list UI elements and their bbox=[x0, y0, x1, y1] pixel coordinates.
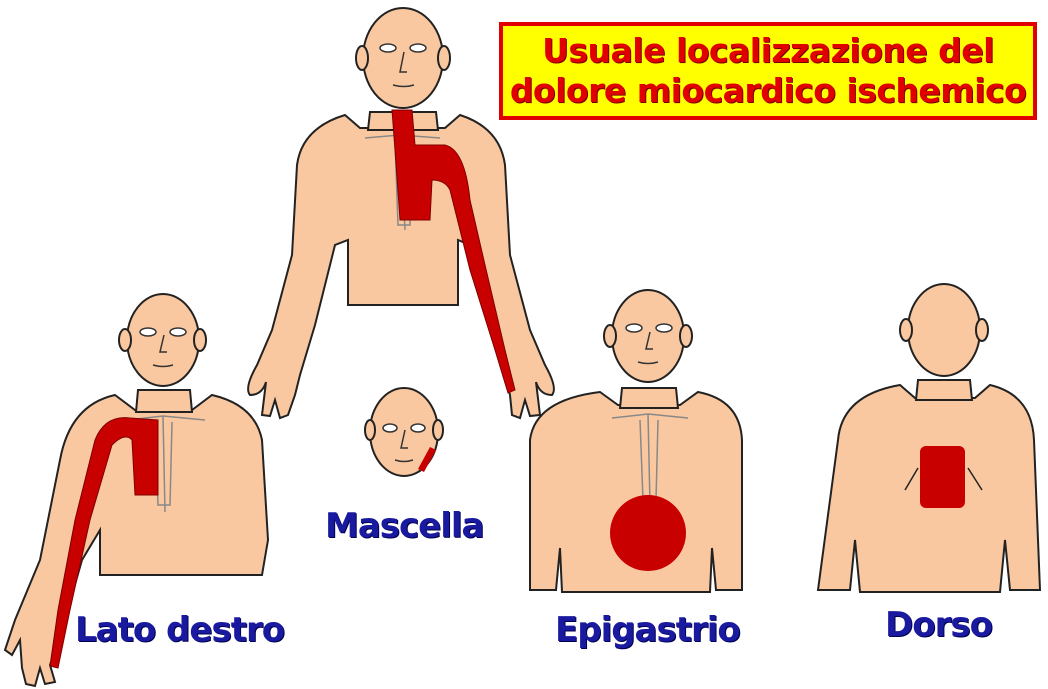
title-box: Usuale localizzazione del dolore miocard… bbox=[499, 22, 1037, 120]
label-epigastric: Epigastrio bbox=[555, 610, 740, 650]
figure-back bbox=[818, 284, 1040, 592]
pain-region-epigastric bbox=[610, 495, 686, 571]
figure-face-jaw bbox=[365, 388, 443, 476]
pain-region-back bbox=[920, 446, 965, 508]
title-line-1: Usuale localizzazione del bbox=[542, 31, 994, 71]
title-line-2: dolore miocardico ischemico bbox=[510, 71, 1026, 111]
label-jaw: Mascella bbox=[325, 506, 483, 546]
label-back: Dorso bbox=[885, 605, 992, 645]
label-right-side: Lato destro bbox=[75, 610, 284, 650]
